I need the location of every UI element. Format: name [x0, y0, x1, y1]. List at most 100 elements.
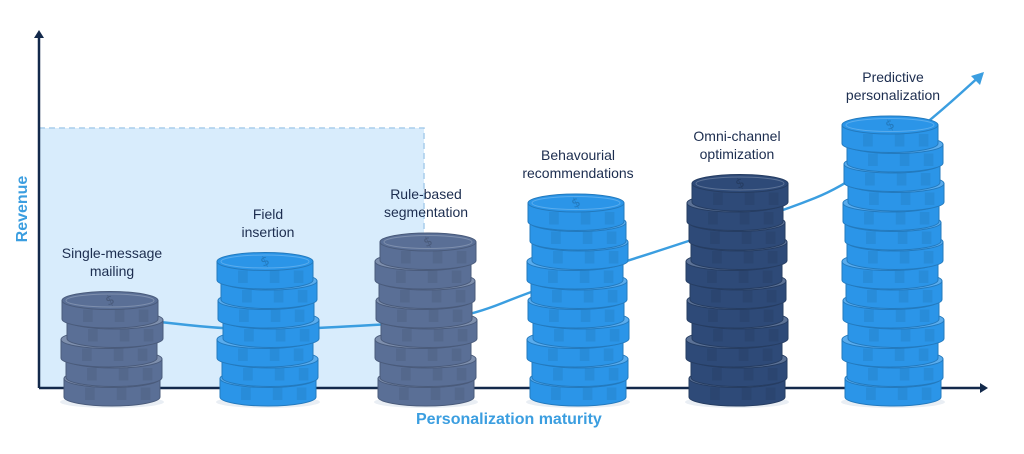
coin-ridge: [583, 290, 594, 303]
coin-ridge: [142, 368, 153, 381]
coin-ridge: [549, 309, 559, 322]
coin-ridge: [275, 329, 286, 342]
coin-ridge: [606, 231, 617, 244]
coin-ridge: [920, 173, 931, 186]
coin-ridge: [116, 387, 127, 400]
coin-ridge: [918, 270, 929, 283]
coin-ridge: [864, 309, 874, 322]
coin-ridge: [711, 290, 721, 303]
coin-ridge: [922, 290, 933, 303]
coin-ridge: [244, 329, 254, 342]
coin-ridge: [584, 251, 595, 264]
coin-ridge: [238, 270, 248, 283]
coin-ridge: [894, 134, 905, 147]
coin-ridge: [712, 368, 722, 381]
category-label-line: Predictive: [862, 69, 924, 85]
coin-ridge: [396, 348, 406, 361]
coin-ridge: [899, 251, 910, 264]
coin-ridge: [868, 368, 878, 381]
coin-ridge: [580, 309, 591, 322]
coin-ridge: [113, 348, 124, 361]
coin-ridge: [579, 348, 590, 361]
highlight-dashed-border: [39, 127, 425, 388]
coin-ridge: [919, 212, 930, 225]
coin-ridge: [137, 348, 148, 361]
coin-ridge: [432, 251, 443, 264]
coin-ridge: [294, 309, 305, 322]
coin-ridge: [118, 368, 129, 381]
coin-ridge: [765, 387, 776, 400]
coin-ridge: [895, 212, 906, 225]
coin-ridge: [243, 368, 253, 381]
coin-ridge: [269, 348, 280, 361]
coin-ridge: [428, 309, 439, 322]
coin-ridge: [400, 290, 410, 303]
coin-rim: [383, 235, 473, 249]
coin-ridge: [608, 368, 619, 381]
coin-ridge: [551, 387, 561, 400]
axes: [34, 30, 988, 393]
coin-ridge: [455, 290, 466, 303]
coin-ridge: [274, 368, 285, 381]
coin-ridge: [708, 212, 718, 225]
coin-ridge: [765, 231, 776, 244]
category-label-line: recommendations: [522, 165, 634, 181]
coin-ridge: [744, 329, 755, 342]
coin-ridge: [138, 309, 149, 322]
coin-ridge: [866, 387, 876, 400]
coin-rim: [531, 196, 621, 210]
coin-ridge: [580, 212, 591, 225]
coin-ridge: [710, 387, 720, 400]
coin-ridge: [921, 231, 932, 244]
coin-ridge: [582, 231, 593, 244]
coin-ridge: [396, 270, 406, 283]
coin-ridge: [241, 387, 251, 400]
coin-ridge: [742, 290, 753, 303]
coin-ridge: [88, 329, 98, 342]
coin-ridge: [119, 329, 130, 342]
coin-ridge: [865, 173, 875, 186]
coin-ridge: [923, 251, 934, 264]
coin-ridge: [923, 153, 934, 166]
coin-ridge: [143, 329, 154, 342]
coin-rim: [845, 118, 935, 132]
coin-ridge: [296, 387, 307, 400]
coin-ridge: [863, 134, 873, 147]
coin-ridge: [456, 251, 467, 264]
coin-ridge: [741, 231, 752, 244]
coin-ridge: [432, 368, 443, 381]
coin-ridge: [923, 368, 934, 381]
coin-ridge: [768, 192, 779, 205]
coin-ridge: [739, 309, 750, 322]
coin-ridge: [918, 134, 929, 147]
coin-ridge: [401, 251, 411, 264]
coin-ridge: [549, 212, 559, 225]
coin-ridge: [585, 329, 596, 342]
coin-ridge: [897, 231, 908, 244]
coin-ridge: [607, 290, 618, 303]
coin-stack: $: [685, 174, 789, 408]
coin-ridge: [863, 348, 873, 361]
coin-ridge: [603, 348, 614, 361]
coin-ridge: [293, 348, 304, 361]
coin-top: [61, 291, 159, 310]
coin-ridge: [896, 173, 907, 186]
coin-ridge: [582, 387, 593, 400]
coin-ridge: [604, 309, 615, 322]
coin-ridge: [427, 270, 438, 283]
coin-ridge: [553, 251, 563, 264]
coin-ridge: [867, 290, 877, 303]
coin-ridge: [433, 329, 444, 342]
coin-ridge: [739, 212, 750, 225]
category-label-line: optimization: [699, 145, 775, 162]
x-axis-arrow-icon: [980, 383, 988, 393]
coin-stack: $: [526, 193, 630, 408]
coin-stack: $: [60, 291, 164, 408]
coin-stacks: $$$$$$: [60, 115, 945, 408]
category-label-line: Behavourial: [541, 147, 615, 163]
coin-ridge: [272, 387, 283, 400]
coin-ridge: [456, 368, 467, 381]
coin-ridge: [552, 290, 562, 303]
